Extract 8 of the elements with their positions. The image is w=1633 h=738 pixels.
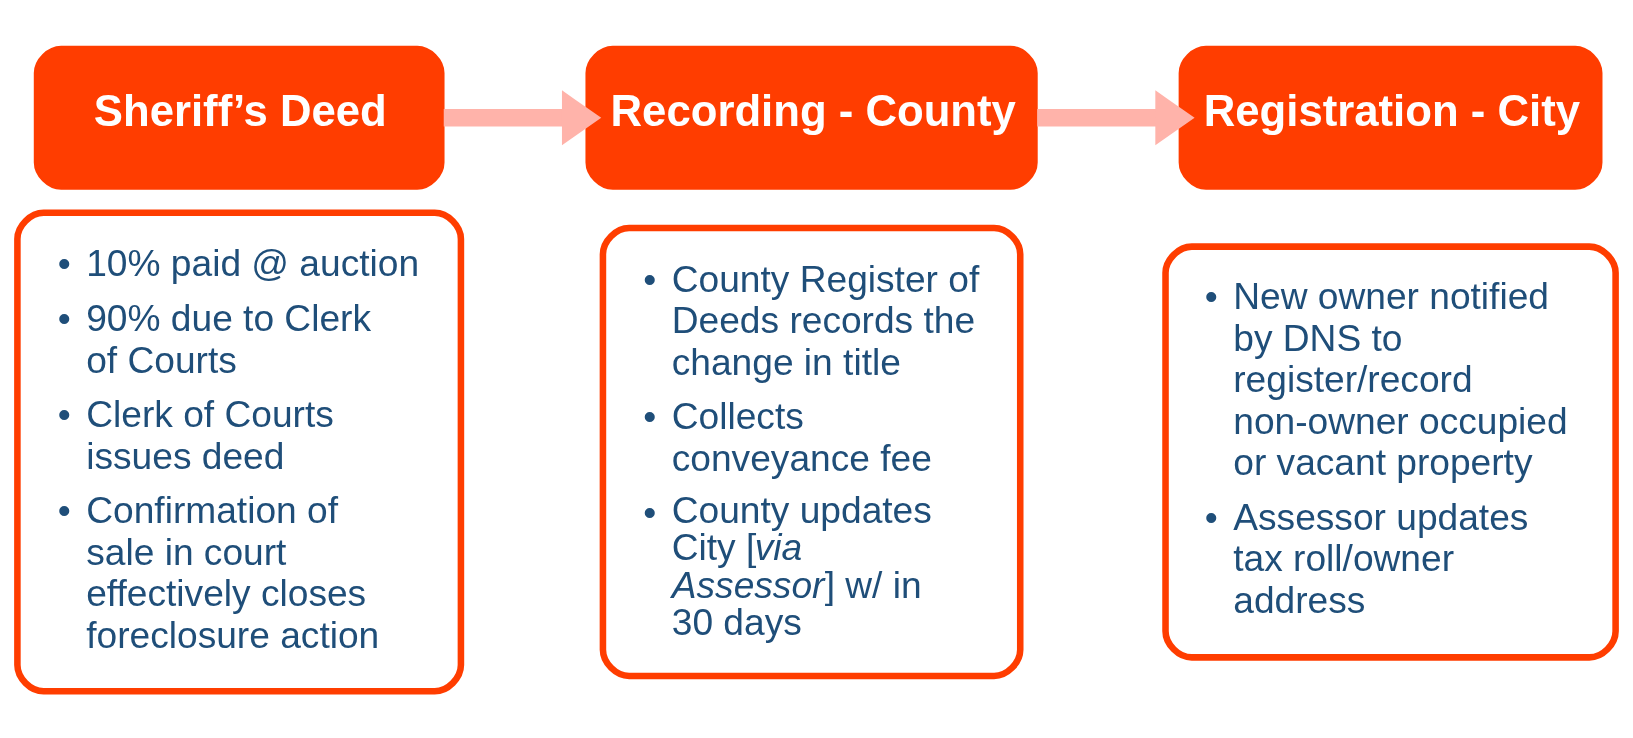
- node-box: • New owner notified by DNS to register/record non-owner occupied or vacant property • Assessor updates tax roll/owner address: [1162, 243, 1619, 661]
- node-box: Registration - City: [1178, 45, 1603, 190]
- arrow: [443, 90, 602, 146]
- node-box: Sheriff’s Deed: [33, 45, 445, 190]
- node-box: Recording - County: [585, 45, 1038, 190]
- node-box: • County Register of Deeds records the change in title • Collects conveyance fee • County updates City [via Assessor] w/ in 30 days: [599, 224, 1024, 680]
- arrow: [1037, 90, 1195, 146]
- node-box: • 10% paid @ auction • 90% due to Clerk of Courts • Clerk of Courts issues deed • Confirmation of sale in court effectively closes foreclosure action: [14, 209, 465, 695]
